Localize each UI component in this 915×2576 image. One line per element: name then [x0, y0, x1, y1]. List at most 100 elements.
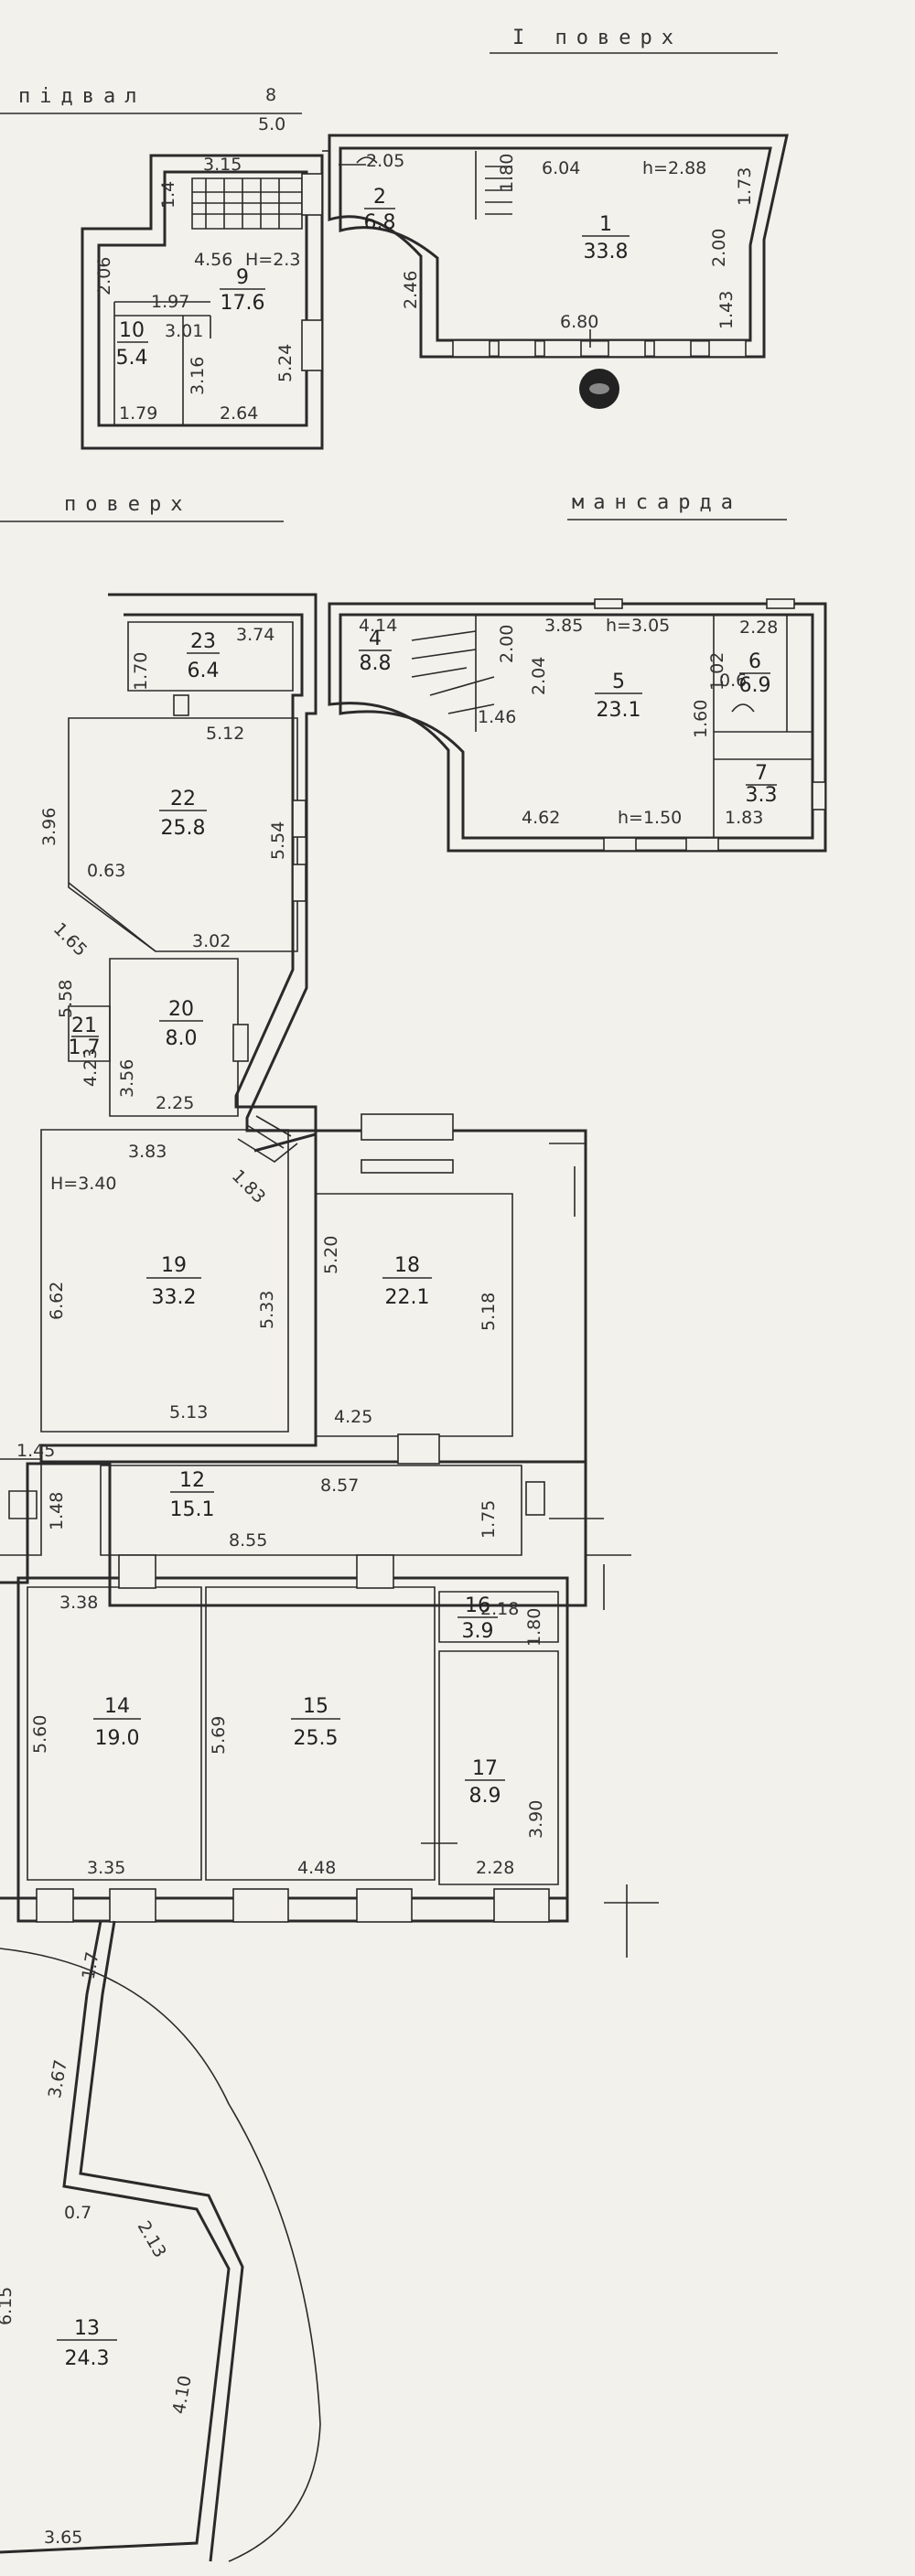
svg-text:17.6: 17.6 [221, 292, 265, 315]
svg-text:H=3.40: H=3.40 [50, 1174, 117, 1194]
room-13: 13 24.3 [57, 2317, 117, 2370]
svg-text:1.02: 1.02 [707, 652, 727, 691]
svg-text:4.56: 4.56 [194, 250, 232, 270]
svg-text:2.18: 2.18 [480, 1599, 519, 1619]
svg-text:16: 16 [465, 1594, 490, 1617]
svg-text:3.15: 3.15 [203, 155, 242, 175]
svg-text:1.60: 1.60 [691, 700, 711, 738]
svg-text:25.8: 25.8 [161, 817, 206, 840]
svg-text:3.02: 3.02 [192, 931, 231, 951]
svg-text:8.57: 8.57 [320, 1476, 359, 1496]
svg-text:1.97: 1.97 [151, 292, 189, 312]
svg-text:2.05: 2.05 [366, 151, 404, 171]
svg-text:1.43: 1.43 [716, 291, 737, 329]
room-15: 15 25.5 [291, 1695, 340, 1750]
svg-text:h=2.88: h=2.88 [642, 158, 706, 178]
room-18: 18 22.1 [382, 1254, 432, 1309]
room-22: 22 25.8 [159, 788, 207, 840]
svg-text:4: 4 [369, 628, 382, 650]
room-1: 1 33.8 [582, 213, 630, 263]
basement-title: підвал [18, 85, 145, 108]
svg-text:3.90: 3.90 [526, 1800, 546, 1839]
svg-text:6.4: 6.4 [188, 660, 220, 682]
room-6: 6 6.9 [739, 650, 771, 697]
svg-text:25.5: 25.5 [294, 1727, 339, 1750]
svg-text:1.46: 1.46 [478, 707, 516, 727]
svg-text:5.20: 5.20 [321, 1236, 341, 1274]
svg-text:5.24: 5.24 [275, 344, 296, 382]
floor1-block [328, 134, 789, 409]
svg-text:3.74: 3.74 [236, 625, 274, 645]
svg-text:21: 21 [71, 1014, 97, 1037]
room-23: 23 6.4 [187, 630, 220, 682]
svg-text:4.23: 4.23 [81, 1048, 101, 1087]
attic-title: мансарда [572, 491, 742, 514]
svg-text:8.9: 8.9 [469, 1785, 501, 1808]
room-9: 9 17.6 [220, 266, 265, 315]
header-basement: підвал 8 [0, 85, 302, 114]
svg-text:23.1: 23.1 [597, 699, 641, 722]
svg-text:5: 5 [612, 671, 625, 693]
room-16: 16 3.9 [458, 1594, 498, 1643]
svg-text:4.25: 4.25 [334, 1407, 372, 1427]
svg-text:19: 19 [161, 1254, 187, 1277]
svg-text:3.01: 3.01 [165, 321, 203, 341]
floor1-title: I поверх [512, 27, 683, 49]
svg-text:8.8: 8.8 [360, 652, 392, 675]
svg-text:3.96: 3.96 [39, 808, 59, 846]
svg-text:22: 22 [170, 788, 196, 810]
svg-text:2.28: 2.28 [476, 1858, 514, 1878]
svg-text:15.1: 15.1 [170, 1498, 215, 1521]
floor2-title: поверх [64, 493, 191, 516]
svg-text:2.28: 2.28 [739, 617, 778, 638]
svg-text:3.85: 3.85 [544, 616, 583, 636]
svg-text:17: 17 [472, 1757, 498, 1780]
svg-text:2.46: 2.46 [401, 271, 421, 309]
svg-text:h=1.50: h=1.50 [618, 808, 682, 828]
svg-text:10: 10 [119, 319, 145, 342]
svg-text:3.65: 3.65 [44, 2528, 82, 2548]
header-floor2: поверх [0, 493, 284, 522]
svg-text:5.0: 5.0 [258, 114, 285, 134]
svg-text:3.83: 3.83 [128, 1142, 167, 1162]
svg-text:H=2.3: H=2.3 [245, 250, 300, 270]
svg-text:5.60: 5.60 [30, 1715, 50, 1754]
svg-text:2.64: 2.64 [220, 403, 258, 424]
svg-text:1.79: 1.79 [119, 403, 157, 424]
svg-text:1.83: 1.83 [228, 1165, 269, 1207]
svg-text:6.15: 6.15 [0, 2287, 16, 2325]
attic-block [328, 598, 827, 853]
room-14: 14 19.0 [93, 1695, 141, 1750]
svg-text:9: 9 [236, 266, 249, 289]
svg-text:1.70: 1.70 [131, 652, 151, 691]
room-20: 20 8.0 [159, 998, 203, 1050]
room-10: 10 5.4 [116, 319, 148, 370]
svg-text:4.48: 4.48 [297, 1858, 336, 1878]
svg-text:3.38: 3.38 [59, 1593, 98, 1613]
svg-text:12: 12 [179, 1469, 205, 1492]
svg-text:1.4: 1.4 [158, 181, 178, 209]
svg-text:24.3: 24.3 [65, 2347, 110, 2370]
svg-text:7: 7 [755, 762, 768, 785]
room-12: 12 15.1 [170, 1469, 215, 1521]
svg-text:19.0: 19.0 [95, 1727, 140, 1750]
svg-text:3.35: 3.35 [87, 1858, 125, 1878]
room-19: 19 33.2 [146, 1254, 201, 1309]
svg-text:2.25: 2.25 [156, 1093, 194, 1113]
svg-text:6.80: 6.80 [560, 312, 598, 332]
svg-text:1.80: 1.80 [524, 1608, 544, 1647]
room-7: 7 3.3 [746, 762, 778, 807]
svg-text:5.54: 5.54 [268, 821, 288, 860]
yard-block [0, 1920, 321, 2562]
svg-text:1.7: 1.7 [69, 1036, 101, 1059]
room-4: 4 8.8 [359, 628, 392, 675]
room-21: 21 1.7 [69, 1014, 101, 1059]
svg-text:1.75: 1.75 [479, 1500, 499, 1539]
svg-text:6.8: 6.8 [364, 211, 396, 234]
svg-text:2.00: 2.00 [709, 229, 729, 267]
svg-text:4.10: 4.10 [169, 2374, 196, 2415]
svg-text:1: 1 [599, 213, 612, 236]
basement-block [81, 150, 329, 450]
svg-text:5.58: 5.58 [56, 980, 76, 1018]
